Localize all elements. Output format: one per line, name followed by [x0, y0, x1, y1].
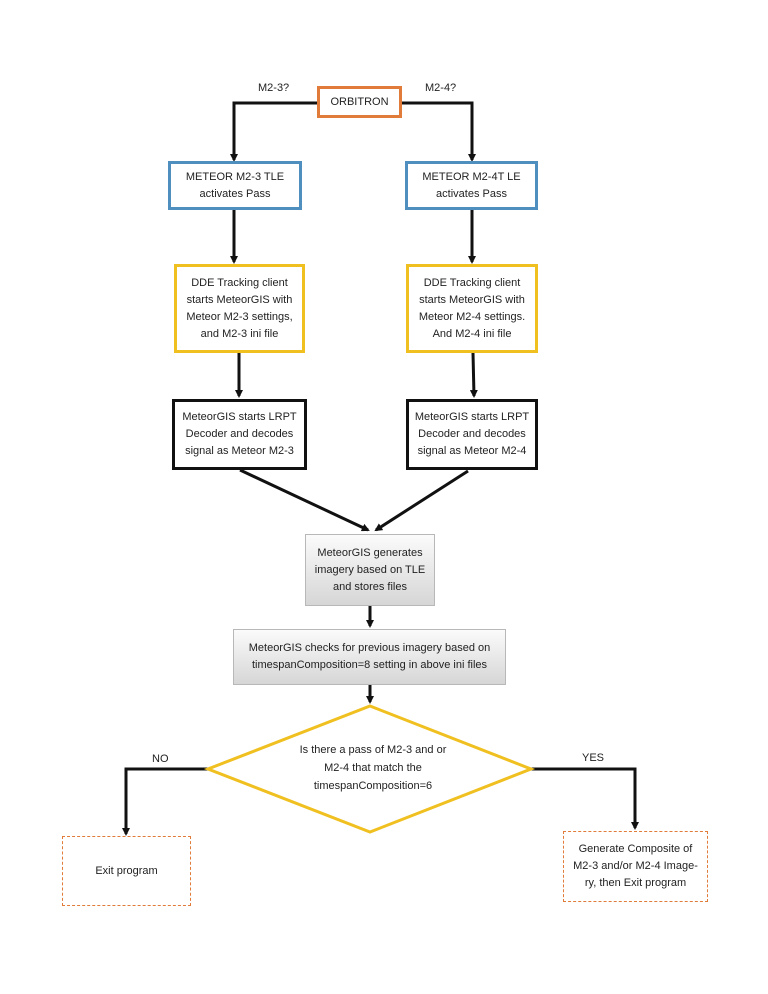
decision-text: Is there a pass of M2-3 and or M2-4 that…	[299, 744, 447, 792]
tle-m23-node: METEOR M2-3 TLE activates Pass	[168, 161, 302, 210]
checks-node: MeteorGIS checks for previous imagery ba…	[233, 629, 506, 685]
generates-node: MeteorGIS generates imagery based on TLE…	[305, 534, 435, 606]
exit-node: Exit program	[62, 836, 191, 906]
edge-dde-to-lrpt-m24	[469, 352, 478, 398]
label-no: NO	[152, 753, 169, 765]
dde-m23-node: DDE Tracking client starts MeteorGIS wit…	[174, 264, 305, 353]
decision-diamond	[203, 704, 536, 834]
edge-orbitron-to-m23	[230, 101, 318, 162]
tle-m24-node: METEOR M2-4T LE activates Pass	[405, 161, 538, 210]
lrpt-m24-node: MeteorGIS starts LRPT Decoder and decode…	[406, 399, 538, 470]
composite-node: Generate Composite of M2-3 and/or M2-4 I…	[563, 831, 708, 902]
label-yes: YES	[582, 752, 605, 764]
orbitron-node: ORBITRON	[317, 86, 402, 118]
label-m23-branch: M2-3?	[258, 82, 290, 94]
edge-lrpt-m24-to-generates	[374, 469, 469, 532]
edge-decision-yes	[531, 767, 639, 830]
edge-lrpt-m23-to-generates	[239, 468, 370, 532]
edge-decision-no	[122, 767, 208, 836]
dde-m24-node: DDE Tracking client starts MeteorGIS wit…	[406, 264, 538, 353]
lrpt-m23-node: MeteorGIS starts LRPT Decoder and decode…	[172, 399, 307, 470]
edge-orbitron-to-m24	[401, 101, 476, 162]
label-m24-branch: M2-4?	[425, 82, 457, 94]
